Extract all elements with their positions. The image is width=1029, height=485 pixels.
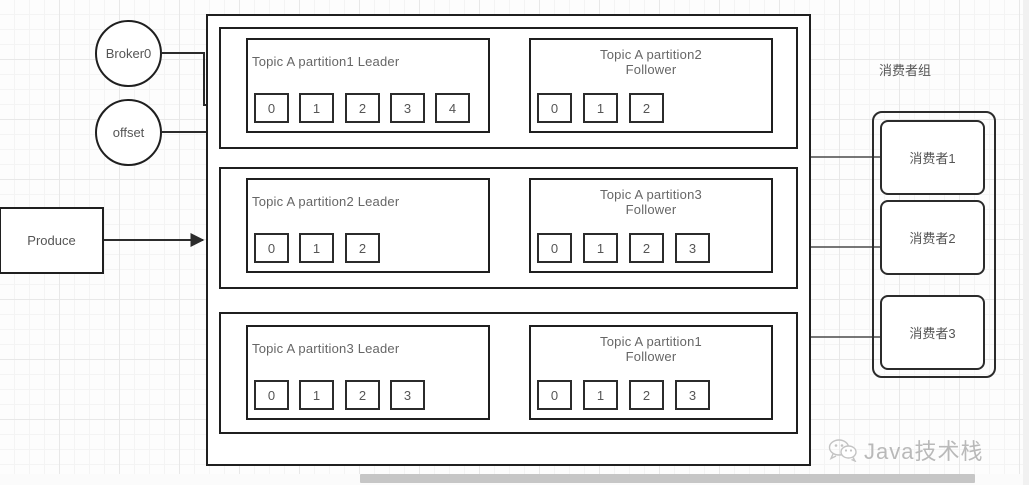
consumer-group-container [872,111,996,378]
produce-node[interactable]: Produce [0,207,104,274]
leader-1-cell-0: 0 [254,93,289,123]
leader-3-cell-0: 0 [254,380,289,410]
leader-2-cell-0: 0 [254,233,289,263]
leader-1-cell-4: 4 [435,93,470,123]
offset-label: offset [112,125,145,140]
consumer-2[interactable]: 消费者2 [880,200,985,275]
follower-label-2: Topic A partition3 Follower [600,187,702,217]
follower-label-3: Topic A partition1 Follower [600,334,702,364]
follower-2-cell-3: 3 [675,233,710,263]
leader-3-cell-2: 2 [345,380,380,410]
right-edge-gutter [1023,0,1029,485]
consumer-group-title: 消费者组 [879,63,932,78]
horizontal-scrollbar-thumb[interactable] [360,474,975,483]
follower-1-cell-2: 2 [629,93,664,123]
horizontal-scrollbar-track[interactable] [0,474,1029,485]
follower-label-1: Topic A partition2 Follower [600,47,702,77]
follower-3-cell-3: 3 [675,380,710,410]
leader-label-3: Topic A partition3 Leader [252,341,400,356]
consumer-3-label: 消费者3 [909,326,956,341]
leader-2-cell-1: 1 [299,233,334,263]
follower-3-cell-1: 1 [583,380,618,410]
watermark-text: Java技术栈 [864,439,984,464]
offset-node[interactable]: offset [95,99,162,166]
follower-1-cell-1: 1 [583,93,618,123]
consumer-1[interactable]: 消费者1 [880,120,985,195]
watermark: Java技术栈 [828,434,983,466]
leader-1-cell-1: 1 [299,93,334,123]
wechat-icon [828,439,857,462]
follower-3-cell-2: 2 [629,380,664,410]
follower-3-cell-0: 0 [537,380,572,410]
follower-2-cell-1: 1 [583,233,618,263]
leader-label-1: Topic A partition1 Leader [252,54,400,69]
follower-2-cell-2: 2 [629,233,664,263]
follower-2-cell-0: 0 [537,233,572,263]
produce-label: Produce [27,233,76,248]
leader-3-cell-3: 3 [390,380,425,410]
leader-1-cell-3: 3 [390,93,425,123]
leader-3-cell-1: 1 [299,380,334,410]
leader-label-2: Topic A partition2 Leader [252,194,400,209]
broker0-label: Broker0 [105,46,152,61]
consumer-3[interactable]: 消费者3 [880,295,985,370]
leader-1-cell-2: 2 [345,93,380,123]
follower-1-cell-0: 0 [537,93,572,123]
broker0-node[interactable]: Broker0 [95,20,162,87]
consumer-2-label: 消费者2 [909,231,956,246]
consumer-1-label: 消费者1 [909,151,956,166]
leader-2-cell-2: 2 [345,233,380,263]
